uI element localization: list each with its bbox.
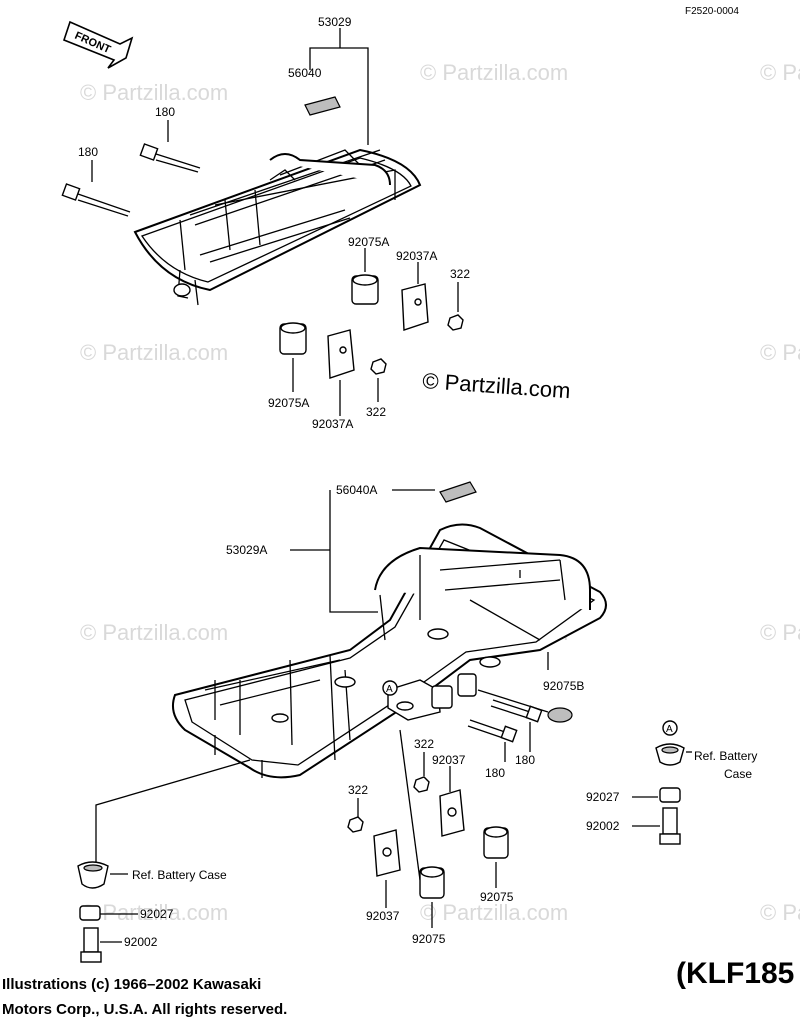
svg-text:A: A [386, 684, 393, 695]
nut-icon [370, 358, 387, 375]
watermark: © Partzilla.com [420, 900, 568, 925]
label-92075A: 92075A [268, 396, 309, 410]
watermark-group: © Partzilla.com © Partzilla.com © Partzi… [80, 60, 800, 925]
bolt-icon [659, 807, 681, 845]
collar-icon [659, 787, 681, 803]
bolt-icon [61, 183, 131, 217]
bolt-icon [139, 143, 201, 173]
label-180: 180 [78, 145, 98, 159]
label-92037A: 92037A [396, 249, 437, 263]
label-92037: 92037 [432, 753, 466, 767]
label-180: 180 [485, 766, 505, 780]
label-92037: 92037 [366, 909, 400, 923]
cushion-icon [483, 826, 509, 859]
model-label: (KLF185 [676, 957, 794, 990]
watermark-main: © Partzilla.com [422, 368, 572, 403]
battery-case-icon [77, 861, 109, 889]
label-92075B: 92075B [543, 679, 584, 693]
marker-a-icon: A [382, 680, 398, 696]
label-92075: 92075 [480, 890, 514, 904]
svg-text:A: A [666, 724, 673, 735]
watermark: © Partzilla.com [80, 900, 228, 925]
battery-case-icon [655, 743, 685, 766]
label-ref-battery-case: Case [724, 767, 752, 781]
figure-code: F2520-0004 [685, 6, 739, 17]
bolt-icon [490, 699, 543, 723]
label-92075: 92075 [412, 932, 446, 946]
nut-icon [347, 816, 364, 833]
cushion-icon [351, 274, 379, 305]
bracket-icon [327, 329, 355, 379]
collar-icon [79, 905, 101, 921]
label-ref-battery-case: Ref. Battery Case [132, 868, 227, 882]
copyright-line-2: Motors Corp., U.S.A. All rights reserved… [2, 1001, 287, 1018]
sticker-icon [439, 481, 477, 503]
label-180: 180 [515, 753, 535, 767]
marker-a-icon: A [662, 720, 678, 736]
bracket-icon [373, 829, 401, 877]
bolt-icon [467, 719, 518, 743]
nut-icon [413, 776, 430, 793]
nut-icon [447, 314, 464, 331]
watermark: © Partzilla.com [80, 80, 228, 105]
label-92027: 92027 [586, 790, 620, 804]
label-322: 322 [366, 405, 386, 419]
label-56040A: 56040A [336, 483, 377, 497]
front-arrow-icon: FRONT [63, 20, 134, 69]
watermark: © Partzilla.com [420, 60, 568, 85]
label-92075A: 92075A [348, 235, 389, 249]
cushion-icon [419, 866, 445, 899]
watermark: © Partzilla.com [760, 900, 800, 925]
cushion-icon [279, 322, 307, 355]
watermark: © Partzilla.com [80, 340, 228, 365]
label-92027: 92027 [140, 907, 174, 921]
label-180: 180 [155, 105, 175, 119]
bolt-icon [80, 927, 102, 963]
copyright-line-1: Illustrations (c) 1966–2002 Kawasaki [2, 976, 261, 993]
label-92002: 92002 [124, 935, 158, 949]
label-56040: 56040 [288, 66, 322, 80]
front-rack-assembly [133, 148, 422, 306]
watermark: © Partzilla.com [80, 620, 228, 645]
label-322: 322 [348, 783, 368, 797]
label-92002: 92002 [586, 819, 620, 833]
label-53029A: 53029A [226, 543, 267, 557]
rear-rack-assembly [172, 523, 607, 779]
watermark: © Partzilla.com [760, 620, 800, 645]
cushion-icon [547, 707, 573, 723]
label-53029: 53029 [318, 15, 352, 29]
label-ref-battery: Ref. Battery [694, 749, 757, 763]
watermark: © Partzilla.com [760, 60, 800, 85]
sticker-icon [304, 96, 341, 116]
label-92037A: 92037A [312, 417, 353, 431]
bracket-icon [401, 283, 429, 331]
bracket-icon [439, 789, 465, 837]
label-322: 322 [450, 267, 470, 281]
watermark: © Partzilla.com [760, 340, 800, 365]
label-322: 322 [414, 737, 434, 751]
